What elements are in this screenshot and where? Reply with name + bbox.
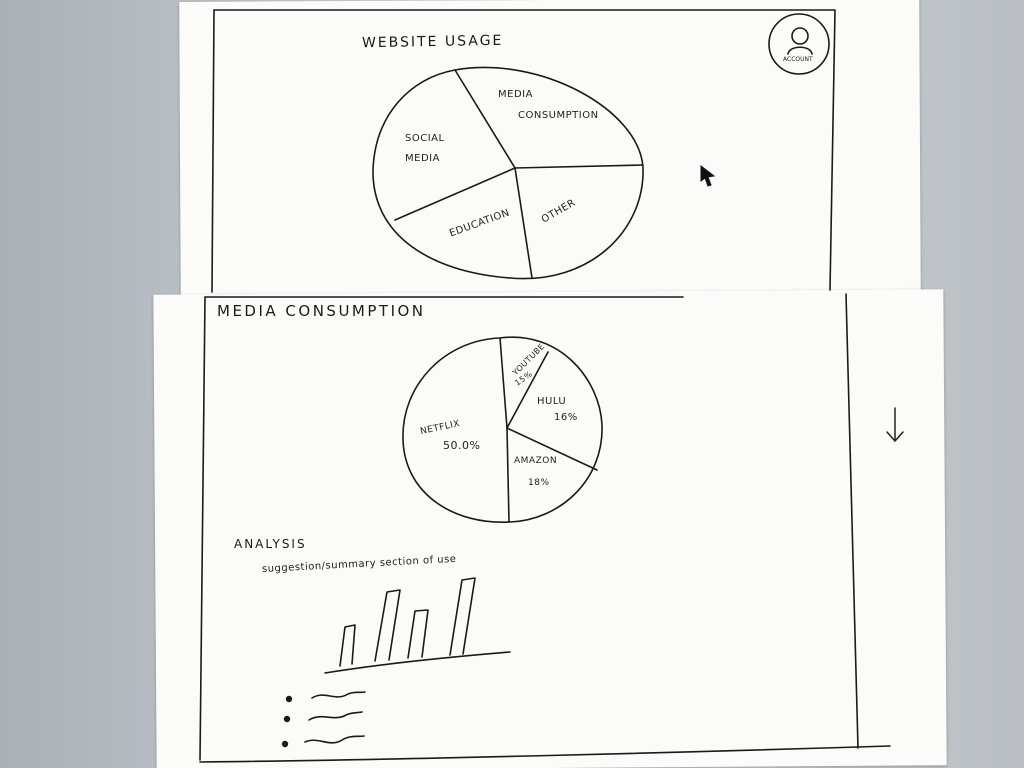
segment-netflix-value: 50.0% <box>443 439 481 452</box>
segment-amazon-name: AMAZON <box>514 456 558 466</box>
pie-segment-other[interactable] <box>525 172 635 272</box>
scroll-down-button[interactable] <box>885 404 907 444</box>
segment-amazon-value: 18% <box>528 478 550 488</box>
pie-segment-amazon[interactable] <box>510 440 595 520</box>
pie-segment-netflix[interactable] <box>405 345 500 520</box>
segment-hulu-value: 16% <box>554 412 578 423</box>
website-usage-title: WEBSITE USAGE <box>361 32 504 52</box>
segment-media-consumption-label-1: MEDIA <box>498 89 533 100</box>
account-label: ACCOUNT <box>783 56 813 63</box>
segment-media-consumption-label-2: CONSUMPTION <box>518 110 599 121</box>
segment-hulu-name: HULU <box>537 396 567 407</box>
pie-segment-education[interactable] <box>400 185 520 270</box>
segment-social-media-label-2: MEDIA <box>405 153 440 164</box>
account-button[interactable] <box>769 14 829 74</box>
segment-social-media-label-1: SOCIAL <box>405 133 445 144</box>
analysis-heading: ANALYSIS <box>234 537 307 551</box>
media-consumption-title: MEDIA CONSUMPTION <box>217 302 426 320</box>
